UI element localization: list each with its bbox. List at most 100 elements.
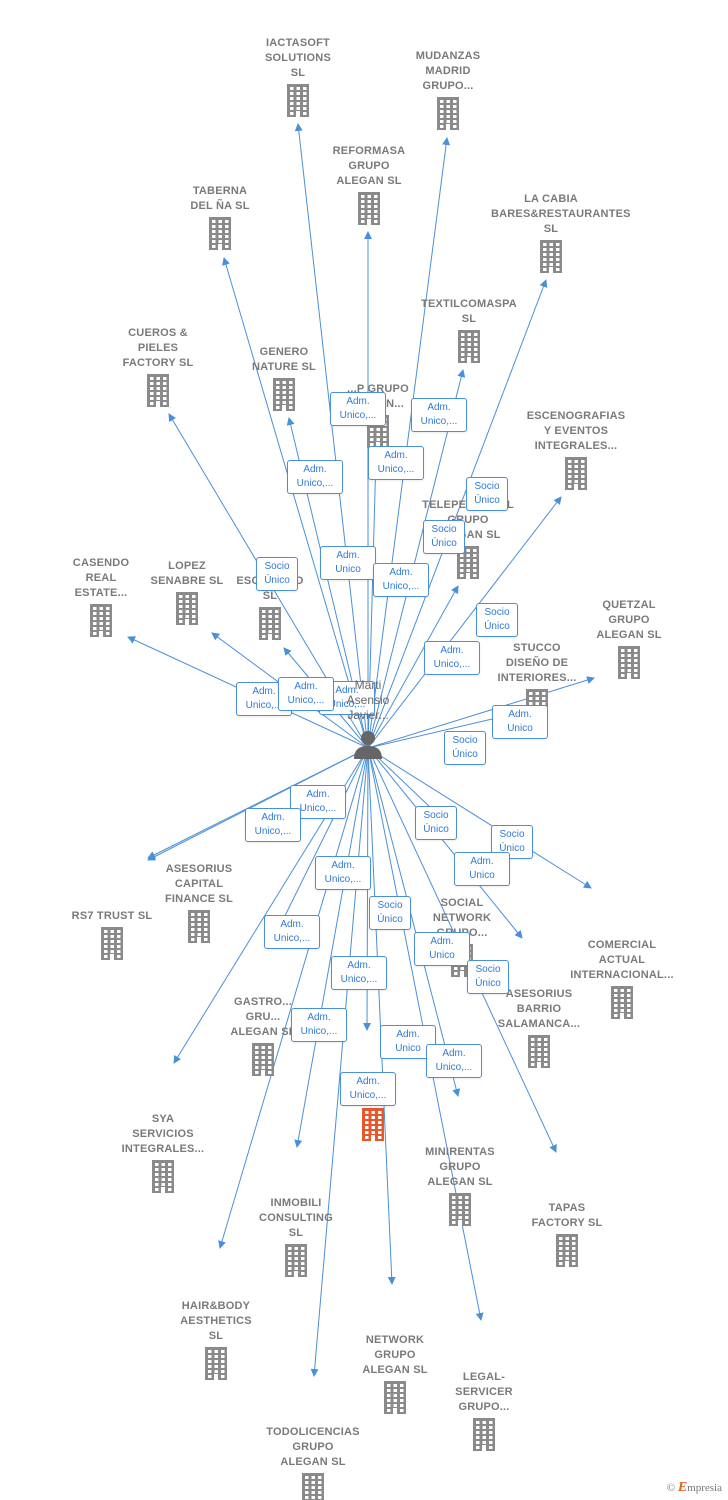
building-icon bbox=[205, 1347, 227, 1380]
company-node[interactable]: SYA SERVICIOS INTEGRALES... bbox=[103, 1112, 223, 1193]
relation-badge[interactable]: Socio Único bbox=[423, 520, 465, 554]
company-node[interactable]: TAPAS FACTORY SL bbox=[507, 1201, 627, 1267]
building-icon bbox=[565, 457, 587, 490]
relation-badge[interactable]: Socio Único bbox=[369, 896, 411, 930]
relation-badge[interactable]: Socio Único bbox=[256, 557, 298, 591]
relation-edge bbox=[222, 257, 369, 749]
building-icon bbox=[362, 1108, 384, 1141]
company-node[interactable]: ASESORIUS BARRIO SALAMANCA... bbox=[479, 987, 599, 1068]
relation-badge[interactable]: Adm. Unico,... bbox=[315, 856, 371, 890]
building-icon bbox=[457, 546, 479, 579]
company-name: LA CABIA BARES&RESTAURANTES SL bbox=[491, 193, 631, 235]
building-icon bbox=[252, 1043, 274, 1076]
building-icon bbox=[176, 592, 198, 625]
company-name: SYA SERVICIOS INTEGRALES... bbox=[121, 1113, 205, 1155]
company-name: RS7 TRUST SL bbox=[71, 910, 153, 922]
company-node[interactable]: MINIRENTAS GRUPO ALEGAN SL bbox=[400, 1145, 520, 1226]
building-icon bbox=[259, 607, 281, 640]
company-node[interactable]: ASESORIUS CAPITAL FINANCE SL bbox=[139, 862, 259, 943]
company-name: LOPEZ SENABRE SL bbox=[150, 560, 224, 587]
company-node[interactable]: TODOLICENCIAS GRUPO ALEGAN SL bbox=[253, 1425, 373, 1500]
brand-initial: E bbox=[677, 1480, 688, 1495]
company-node[interactable]: CASENDO REAL ESTATE... bbox=[41, 556, 161, 637]
company-node[interactable]: QUETZAL GRUPO ALEGAN SL bbox=[569, 598, 689, 679]
relation-badge[interactable]: Socio Único bbox=[444, 731, 486, 765]
company-name: TEXTILCOMASPA SL bbox=[421, 298, 517, 325]
building-icon bbox=[556, 1234, 578, 1267]
center-person-node[interactable]: Marti Asensio Javier... bbox=[323, 678, 413, 761]
company-node[interactable]: LA CABIA BARES&RESTAURANTES SL bbox=[491, 192, 631, 273]
relation-badge[interactable]: Adm. Unico,... bbox=[424, 641, 480, 675]
building-icon bbox=[358, 192, 380, 225]
company-node[interactable]: TELEPERSONAL GRUPO ALEGAN SL bbox=[408, 498, 528, 579]
company-name: LEGAL- SERVICER GRUPO... bbox=[455, 1371, 513, 1413]
company-node[interactable]: LEGAL- SERVICER GRUPO... bbox=[424, 1370, 544, 1451]
company-name: GASTRO... GRU... ALEGAN SL bbox=[230, 996, 296, 1038]
relation-badge[interactable]: Socio Único bbox=[415, 806, 457, 840]
building-icon bbox=[302, 1473, 324, 1500]
building-icon bbox=[101, 927, 123, 960]
company-node[interactable]: HAIR&BODY AESTHETICS SL bbox=[156, 1299, 276, 1380]
company-name: ESCENOGRAFIAS Y EVENTOS INTEGRALES... bbox=[526, 410, 626, 452]
building-icon bbox=[449, 1193, 471, 1226]
relation-badge[interactable]: Adm. Unico,... bbox=[245, 808, 301, 842]
relation-badge[interactable]: Adm. Unico,... bbox=[340, 1072, 396, 1106]
center-person-name: Marti Asensio Javier... bbox=[346, 678, 390, 722]
building-icon bbox=[90, 604, 112, 637]
company-node[interactable]: LOPEZ SENABRE SL bbox=[127, 559, 247, 625]
relation-badge[interactable]: Adm. Unico,... bbox=[287, 460, 343, 494]
relation-badge[interactable]: Socio Único bbox=[467, 960, 509, 994]
company-name: COMERCIAL ACTUAL INTERNACIONAL... bbox=[570, 939, 674, 981]
building-icon bbox=[528, 1035, 550, 1068]
company-name: CUEROS & PIELES FACTORY SL bbox=[122, 327, 194, 369]
copyright-symbol: © bbox=[666, 1482, 676, 1494]
company-node[interactable]: INMOBILI CONSULTING SL bbox=[236, 1196, 356, 1277]
company-node[interactable]: GASTRO... GRU... ALEGAN SL bbox=[203, 995, 323, 1076]
company-node[interactable]: NETWORK GRUPO ALEGAN SL bbox=[335, 1333, 455, 1414]
relation-badge[interactable]: Adm. Unico,... bbox=[368, 446, 424, 480]
relation-badge[interactable]: Adm. Unico,... bbox=[291, 1008, 347, 1042]
relation-badge[interactable]: Adm. Unico bbox=[320, 546, 376, 580]
company-node[interactable]: GENERO NATURE SL bbox=[224, 345, 344, 411]
company-name: TODOLICENCIAS GRUPO ALEGAN SL bbox=[266, 1426, 360, 1468]
relation-badge[interactable]: Socio Único bbox=[476, 603, 518, 637]
building-icon bbox=[273, 378, 295, 411]
relation-badge[interactable]: Adm. Unico,... bbox=[411, 398, 467, 432]
company-name: MINIRENTAS GRUPO ALEGAN SL bbox=[425, 1146, 495, 1188]
company-name: TABERNA DEL ÑA SL bbox=[190, 185, 250, 212]
relation-badge[interactable]: Adm. Unico,... bbox=[331, 956, 387, 990]
building-icon bbox=[473, 1418, 495, 1451]
company-node[interactable]: TEXTILCOMASPA SL bbox=[409, 297, 529, 363]
company-node[interactable]: COMERCIAL ACTUAL INTERNACIONAL... bbox=[562, 938, 682, 1019]
relation-badge[interactable]: Adm. Unico bbox=[492, 705, 548, 739]
relation-badge[interactable]: Adm. Unico,... bbox=[278, 677, 334, 711]
relation-badge[interactable]: Adm. Unico bbox=[454, 852, 510, 886]
company-name: QUETZAL GRUPO ALEGAN SL bbox=[596, 599, 662, 641]
building-icon bbox=[618, 646, 640, 679]
relation-badge[interactable]: Adm. Unico,... bbox=[426, 1044, 482, 1078]
company-node[interactable]: CUEROS & PIELES FACTORY SL bbox=[98, 326, 218, 407]
company-node[interactable]: ESCENOGRAFIAS Y EVENTOS INTEGRALES... bbox=[516, 409, 636, 490]
company-node[interactable]: RS7 TRUST SL bbox=[52, 909, 172, 960]
relation-badge[interactable]: Adm. Unico,... bbox=[264, 915, 320, 949]
relation-badge[interactable]: Adm. Unico bbox=[414, 932, 470, 966]
company-name: TAPAS FACTORY SL bbox=[531, 1202, 603, 1229]
company-node[interactable]: REFORMASA GRUPO ALEGAN SL bbox=[309, 144, 429, 225]
company-name: HAIR&BODY AESTHETICS SL bbox=[180, 1300, 252, 1342]
company-name: ASESORIUS BARRIO SALAMANCA... bbox=[497, 988, 581, 1030]
company-node[interactable]: IACTASOFT SOLUTIONS SL bbox=[238, 36, 358, 117]
company-node[interactable]: MUDANZAS MADRID GRUPO... bbox=[388, 49, 508, 130]
relation-badge[interactable]: Adm. Unico,... bbox=[373, 563, 429, 597]
brand-logo: © Empresia bbox=[667, 1480, 722, 1496]
building-icon bbox=[540, 240, 562, 273]
relation-badge[interactable]: Adm. Unico,... bbox=[330, 392, 386, 426]
company-name: NETWORK GRUPO ALEGAN SL bbox=[362, 1334, 428, 1376]
building-icon bbox=[437, 97, 459, 130]
building-icon bbox=[384, 1381, 406, 1414]
relation-badge[interactable]: Socio Único bbox=[466, 477, 508, 511]
building-icon bbox=[458, 330, 480, 363]
brand-name: mpresia bbox=[687, 1482, 722, 1494]
company-node[interactable]: TABERNA DEL ÑA SL bbox=[160, 184, 280, 250]
building-icon bbox=[209, 217, 231, 250]
